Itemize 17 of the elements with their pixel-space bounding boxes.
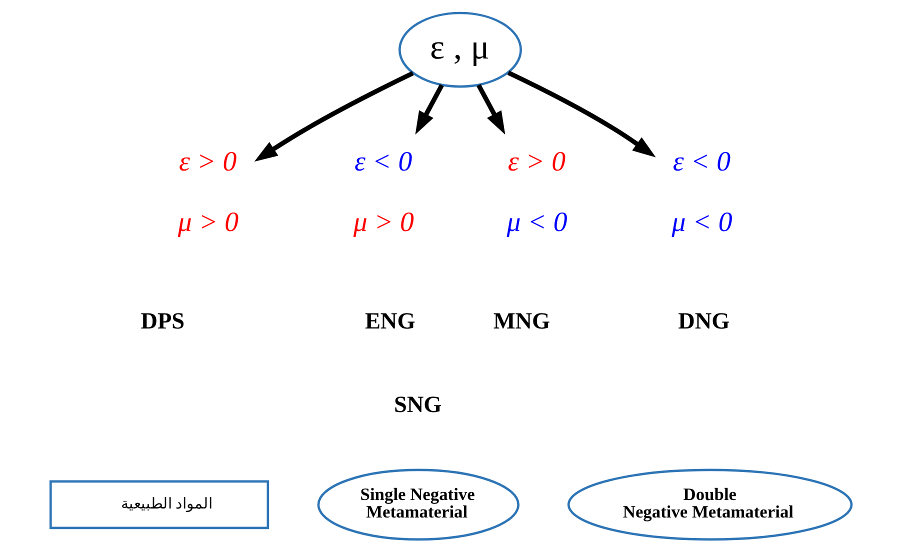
label: MNG <box>493 308 550 334</box>
arrow <box>415 84 444 135</box>
node-text: ε < 0 μ < 0 <box>672 146 732 238</box>
arrow <box>507 70 656 158</box>
node-text: ε > 0 μ < 0 <box>506 146 568 238</box>
node-text: ε < 0 μ > 0 <box>353 146 414 238</box>
node-ellipse: ε , μ <box>398 12 522 88</box>
label: DPS <box>140 308 185 334</box>
node-ellipse: Double Negative Metamaterial <box>567 468 853 541</box>
arrow <box>254 71 414 162</box>
arrow <box>476 84 506 135</box>
label: ENG <box>364 308 416 334</box>
node-ellipse: Single Negative Metamaterial <box>317 468 520 541</box>
node-text: ε > 0 μ > 0 <box>178 146 239 238</box>
label: SNG <box>394 392 442 418</box>
label: DNG <box>678 308 730 334</box>
node-box: المواد الطبيعية <box>49 480 270 530</box>
